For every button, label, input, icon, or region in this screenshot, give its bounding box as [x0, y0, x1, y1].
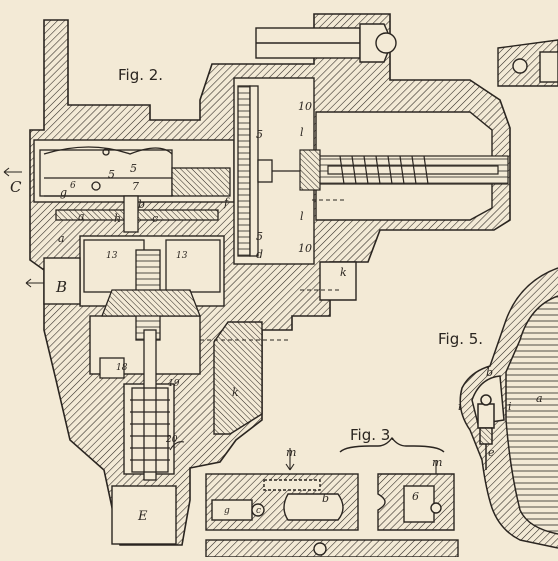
- label-e: e: [488, 446, 495, 459]
- arrow-C: [3, 167, 22, 177]
- label-C: C: [10, 178, 22, 196]
- label-l-bottom: l: [300, 210, 304, 223]
- top-bolt: [255, 23, 397, 63]
- fig3-brace: [339, 436, 445, 453]
- label-m-left: m: [286, 446, 296, 459]
- label-k-lower: k: [232, 386, 239, 399]
- arrow-m-left: [285, 448, 295, 471]
- label-13-a: 13: [106, 251, 118, 261]
- label-5-c: 5: [256, 230, 263, 243]
- label-a-strip: a: [78, 210, 85, 223]
- label-5-b: 5: [256, 128, 263, 141]
- label-7: 7: [132, 180, 139, 193]
- label-18: 18: [116, 363, 128, 373]
- label-f: f: [223, 196, 230, 209]
- label-6-fig3: 6: [412, 490, 419, 503]
- label-a-left: a: [58, 232, 65, 245]
- label-b-fig5: b: [486, 366, 493, 379]
- label-d: d: [256, 248, 263, 261]
- outlet-B: [43, 257, 81, 305]
- hidden-lines: [200, 199, 346, 341]
- fig5-title: Fig. 5.: [438, 330, 483, 348]
- passage-k: [319, 261, 357, 301]
- figure-titles: Fig. 2. Fig. 3. Fig. 5.: [118, 66, 483, 444]
- label-13-b: 13: [176, 251, 188, 261]
- outlet-E: [111, 485, 177, 545]
- label-B: B: [55, 278, 67, 296]
- fig5-screw: [477, 403, 495, 429]
- label-10-bottom: 10: [298, 242, 312, 255]
- arrow-20: [169, 441, 185, 451]
- fig3-title: Fig. 3.: [350, 426, 395, 444]
- arrow-B: [25, 278, 44, 288]
- fig3-drawing: [205, 436, 459, 558]
- clevis-fragment: [497, 39, 558, 87]
- label-19: 19: [168, 379, 180, 389]
- label-i-left: i: [458, 400, 462, 413]
- label-a-fig5: a: [536, 392, 543, 405]
- label-g-fig3: g: [224, 506, 230, 516]
- part-labels: C B E a a a b b b c c d e f g g h i i k …: [10, 100, 543, 524]
- label-m-right: m: [432, 456, 442, 469]
- label-c-fig2: c: [152, 212, 158, 225]
- label-10-top: 10: [298, 100, 312, 113]
- label-i-right: i: [508, 400, 512, 413]
- slide-valve: [39, 146, 231, 233]
- fig5-drawing: [459, 267, 558, 549]
- label-c-fig3: c: [256, 506, 261, 516]
- diaphragm: [237, 85, 314, 257]
- fig2-title: Fig. 2.: [118, 66, 163, 84]
- label-6-fig2: 6: [70, 181, 76, 191]
- label-h: h: [114, 212, 121, 225]
- fig5-inner-shell: [505, 295, 558, 535]
- label-b-fig2: b: [138, 198, 145, 211]
- lower-valve: [83, 239, 221, 481]
- stem-spring: [299, 149, 509, 191]
- label-g-fig2: g: [60, 186, 67, 199]
- fig3-strip: [205, 539, 459, 558]
- label-5-a: 5: [130, 162, 137, 175]
- label-k-upper: k: [340, 266, 347, 279]
- label-l-top: l: [300, 126, 304, 139]
- flow-arrows: [3, 167, 441, 481]
- label-E: E: [137, 509, 148, 524]
- label-b-fig3: b: [322, 492, 329, 505]
- channel-lower: [213, 321, 263, 435]
- label-5-d: 5: [108, 168, 115, 181]
- label-20: 20: [165, 435, 178, 445]
